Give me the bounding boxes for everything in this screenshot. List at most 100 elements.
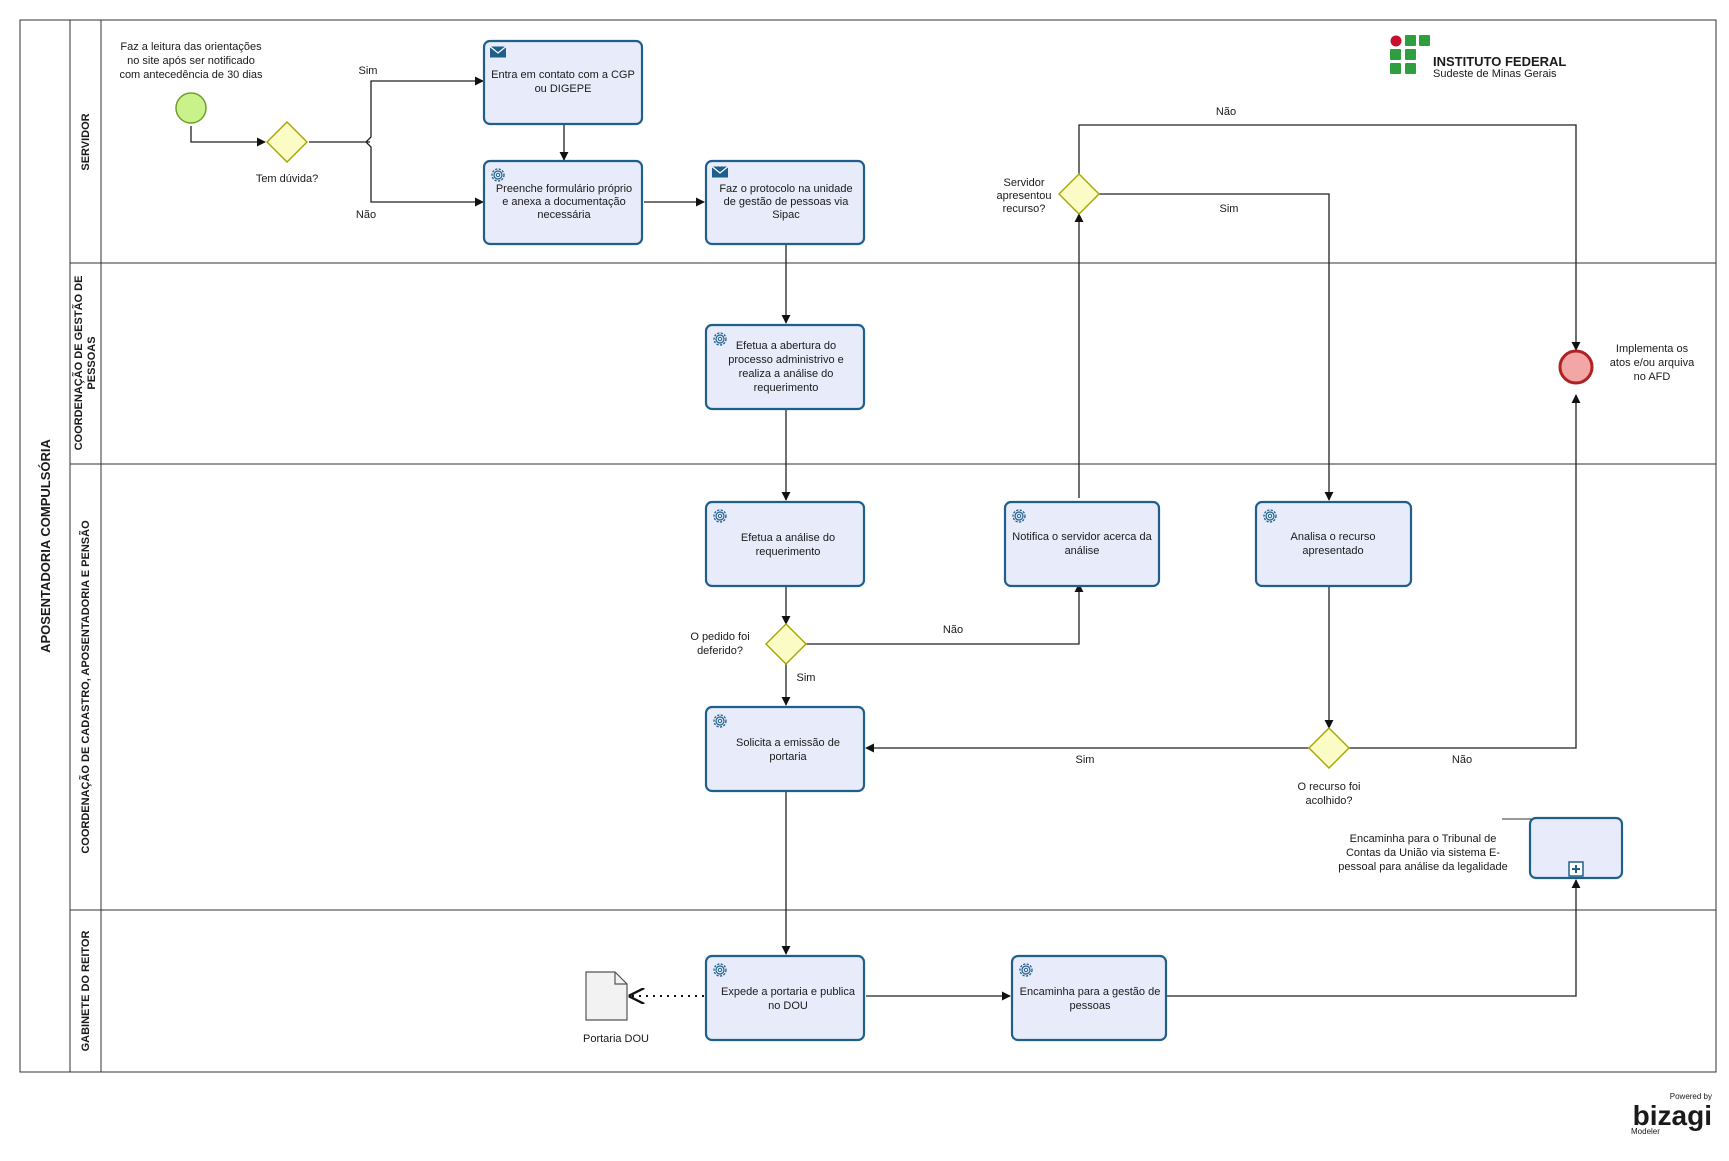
task-encaminha-gestao-pessoas[interactable]: Encaminha para a gestão de pessoas — [1010, 954, 1168, 1042]
gateway-tem-duvida[interactable] — [266, 121, 308, 163]
svg-text:realiza a análise do: realiza a análise do — [739, 368, 834, 380]
task-preenche-formulario[interactable]: Preenche formulário próprio e anexa a do… — [482, 159, 644, 246]
svg-text:deferido?: deferido? — [697, 645, 743, 657]
svg-text:pessoas: pessoas — [1070, 1000, 1111, 1012]
task-notifica-servidor[interactable]: Notifica o servidor acerca da análise — [1003, 500, 1161, 588]
svg-text:no site após ser notificado: no site após ser notificado — [127, 55, 255, 67]
svg-text:requerimento: requerimento — [754, 382, 819, 394]
subprocess-label: Encaminha para o Tribunal de Contas da U… — [1338, 833, 1507, 873]
svg-text:no DOU: no DOU — [768, 1000, 808, 1012]
svg-text:Expede a portaria e publica: Expede a portaria e publica — [721, 986, 856, 998]
lane-gestao-pessoas-title-line1: COORDENAÇÃO DE GESTÃO DE — [72, 276, 85, 451]
data-object-portaria-dou[interactable] — [585, 971, 628, 1021]
task-efetua-analise[interactable]: Efetua a análise do requerimento — [704, 500, 866, 588]
logo-red-dot — [1390, 35, 1402, 47]
lane-servidor-title: SERVIDOR — [80, 113, 92, 170]
svg-text:Solicita a emissão de: Solicita a emissão de — [736, 737, 840, 749]
flow-recurso-sim[interactable] — [1099, 193, 1334, 501]
flow-recurso-nao[interactable] — [1078, 124, 1581, 351]
svg-text:apresentado: apresentado — [1302, 545, 1363, 557]
gateway-pedido-deferido-label: O pedido foi deferido? — [690, 631, 749, 657]
flow-deferido-nao[interactable] — [806, 583, 1084, 645]
task-analisa-recurso[interactable]: Analisa o recurso apresentado — [1254, 500, 1413, 588]
svg-text:Powered by: Powered by — [1670, 1092, 1712, 1101]
data-object-label: Portaria DOU — [583, 1033, 649, 1045]
svg-text:portaria: portaria — [769, 751, 807, 763]
svg-text:Analisa o recurso: Analisa o recurso — [1291, 531, 1376, 543]
svg-text:Encaminha para a gestão de: Encaminha para a gestão de — [1020, 986, 1161, 998]
gateway-recurso-acolhido[interactable] — [1308, 727, 1350, 769]
svg-text:Contas da União via sistema E-: Contas da União via sistema E- — [1346, 847, 1500, 859]
end-event-label: Implementa os atos e/ou arquiva no AFD — [1610, 343, 1695, 383]
svg-text:atos e/ou arquiva: atos e/ou arquiva — [1610, 357, 1695, 369]
gateway-servidor-apresentou-recurso[interactable] — [1058, 173, 1100, 215]
svg-text:Preenche formulário próprio: Preenche formulário próprio — [496, 183, 632, 195]
svg-text:Modeler: Modeler — [1631, 1127, 1660, 1136]
flow-label-recurso-sim: Sim — [1220, 203, 1239, 215]
end-event[interactable] — [1558, 349, 1594, 385]
flow-acolhido-nao[interactable] — [1349, 394, 1581, 749]
svg-text:Entra em contato com a CGP: Entra em contato com a CGP — [491, 69, 635, 81]
logo-subtitle: Sudeste de Minas Gerais — [1433, 68, 1557, 80]
task-solicita-emissao-portaria[interactable]: Solicita a emissão de portaria — [704, 705, 866, 793]
sequence-flows — [190, 76, 1581, 997]
flow-label-acolhido-nao: Não — [1452, 754, 1472, 766]
start-event[interactable] — [175, 92, 207, 124]
svg-text:requerimento: requerimento — [756, 546, 821, 558]
svg-text:O pedido foi: O pedido foi — [690, 631, 749, 643]
svg-text:Efetua a abertura do: Efetua a abertura do — [736, 340, 836, 352]
svg-text:de gestão de pessoas via: de gestão de pessoas via — [724, 196, 850, 208]
svg-text:O recurso foi: O recurso foi — [1298, 781, 1361, 793]
task-expede-portaria[interactable]: Expede a portaria e publica no DOU — [704, 954, 866, 1042]
svg-text:recurso?: recurso? — [1003, 203, 1046, 215]
flow-duvida-nao[interactable] — [365, 141, 484, 207]
svg-text:Servidor: Servidor — [1004, 177, 1045, 189]
gateway-servidor-apresentou-recurso-label: Servidor apresentou recurso? — [996, 177, 1051, 215]
svg-text:apresentou: apresentou — [996, 190, 1051, 202]
svg-text:com antecedência de 30 dias: com antecedência de 30 dias — [119, 69, 263, 81]
logo-title: INSTITUTO FEDERAL — [1433, 54, 1566, 69]
flow-label-duvida-sim: Sim — [359, 65, 378, 77]
subprocess-tribunal-de-contas[interactable] — [1528, 816, 1624, 880]
svg-text:acolhido?: acolhido? — [1305, 795, 1352, 807]
svg-text:Notifica o servidor acerca da: Notifica o servidor acerca da — [1012, 531, 1152, 543]
svg-text:Faz o protocolo na unidade: Faz o protocolo na unidade — [719, 183, 852, 195]
bizagi-watermark: Powered by bizagi Modeler — [1631, 1092, 1712, 1136]
pool-title: APOSENTADORIA COMPULSÓRIA — [38, 439, 53, 653]
svg-text:pessoal para análise da legali: pessoal para análise da legalidade — [1338, 861, 1507, 873]
instituto-federal-logo: INSTITUTO FEDERAL Sudeste de Minas Gerai… — [1390, 35, 1566, 80]
flow-start-to-duvida[interactable] — [190, 126, 266, 147]
bizagi-logo: bizagi — [1633, 1100, 1712, 1131]
lane-gestao-pessoas-title-line2: PESSOAS — [86, 336, 98, 389]
gateway-pedido-deferido[interactable] — [765, 623, 807, 665]
flow-duvida-sim[interactable] — [365, 76, 484, 143]
svg-text:Faz a leitura das orientações: Faz a leitura das orientações — [120, 41, 262, 53]
svg-text:Efetua a análise do: Efetua a análise do — [741, 532, 835, 544]
flow-label-duvida-nao: Não — [356, 209, 376, 221]
flow-label-acolhido-sim: Sim — [1076, 754, 1095, 766]
lane-titles: SERVIDOR COORDENAÇÃO DE GESTÃO DE PESSOA… — [72, 113, 98, 1051]
svg-text:análise: análise — [1065, 545, 1100, 557]
lane-cadastro-title: COORDENAÇÃO DE CADASTRO, APOSENTADORIA E… — [79, 520, 92, 854]
flow-label-recurso-nao: Não — [1216, 106, 1236, 118]
pool: APOSENTADORIA COMPULSÓRIA — [19, 19, 1717, 1073]
svg-text:Sipac: Sipac — [772, 209, 800, 221]
svg-text:Encaminha para o Tribunal de: Encaminha para o Tribunal de — [1350, 833, 1497, 845]
start-event-label: Faz a leitura das orientações no site ap… — [119, 41, 263, 81]
flow-label-deferido-sim: Sim — [797, 672, 816, 684]
flow-encaminha-to-subprocess[interactable] — [1166, 879, 1581, 997]
svg-text:processo administrivo e: processo administrivo e — [728, 354, 844, 366]
task-efetua-abertura[interactable]: Efetua a abertura do processo administri… — [704, 323, 866, 411]
flow-labels: Sim Não Não Sim Não Sim Sim Não — [356, 65, 1472, 766]
task-faz-protocolo[interactable]: Faz o protocolo na unidade de gestão de … — [704, 159, 866, 246]
gateway-recurso-acolhido-label: O recurso foi acolhido? — [1298, 781, 1361, 807]
svg-text:Implementa os: Implementa os — [1616, 343, 1689, 355]
gateway-tem-duvida-label: Tem dúvida? — [256, 173, 318, 185]
envelope-icon — [489, 45, 507, 59]
svg-text:ou DIGEPE: ou DIGEPE — [535, 83, 592, 95]
svg-text:e anexa a documentação: e anexa a documentação — [502, 196, 626, 208]
svg-text:necessária: necessária — [537, 209, 591, 221]
envelope-icon — [711, 165, 729, 179]
task-entra-em-contato[interactable]: Entra em contato com a CGP ou DIGEPE — [482, 39, 644, 126]
